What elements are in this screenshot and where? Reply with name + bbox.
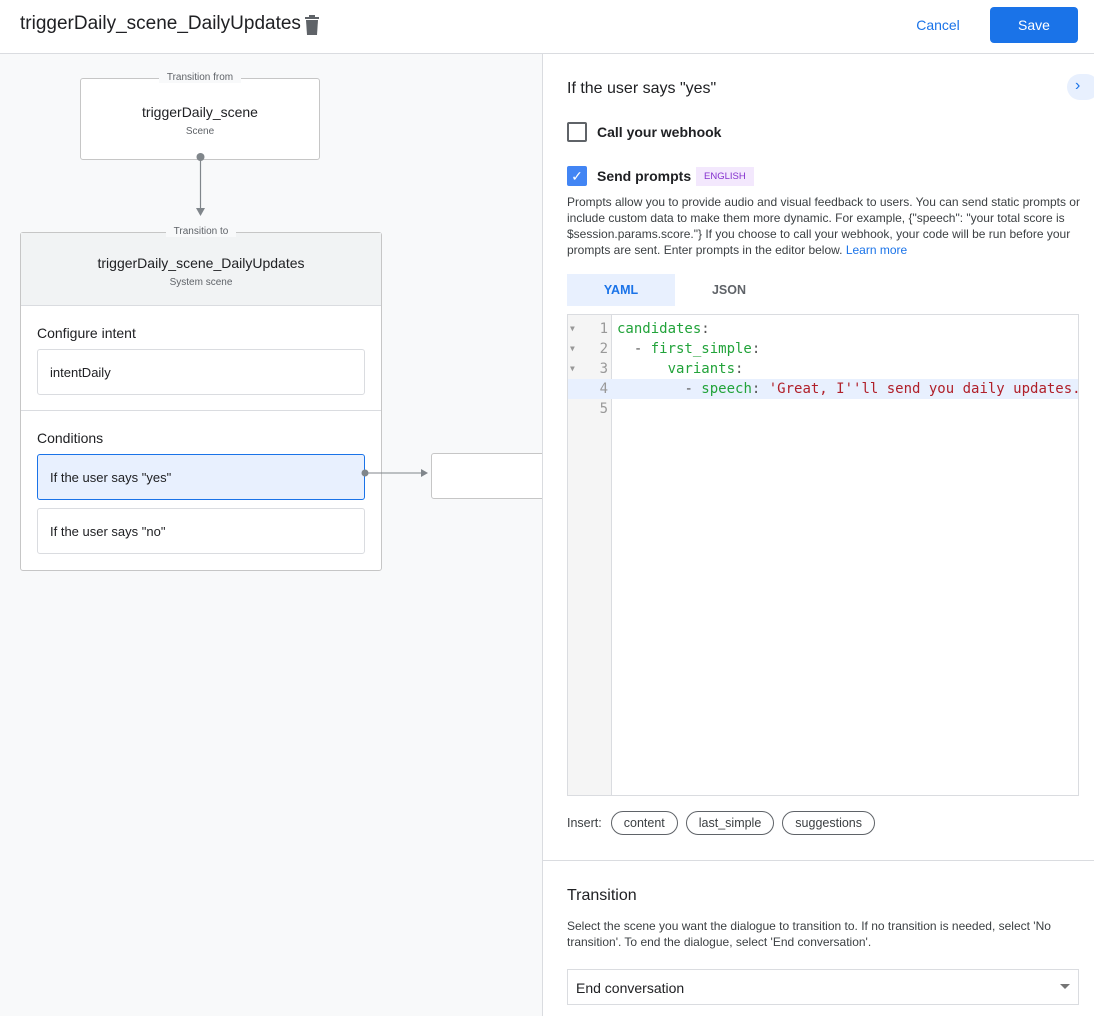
cancel-button[interactable]: Cancel <box>904 8 972 42</box>
code-line: ▼2 - first_simple: <box>570 341 761 357</box>
code-line: 5 <box>568 399 1078 419</box>
transition-select[interactable]: End conversation <box>567 969 1079 1005</box>
insert-content-chip[interactable]: content <box>610 811 678 835</box>
tab-yaml[interactable]: YAML <box>567 274 675 306</box>
webhook-label: Call your webhook <box>597 124 722 140</box>
webhook-checkbox[interactable] <box>567 122 587 142</box>
condition-yes[interactable]: If the user says "yes" <box>37 454 365 500</box>
line-number: 3 <box>599 361 608 377</box>
learn-more-link[interactable]: Learn more <box>845 243 908 257</box>
transition-from-legend: Transition from <box>158 72 242 83</box>
condition-no[interactable]: If the user says "no" <box>37 508 365 554</box>
line-number: 5 <box>599 401 608 417</box>
details-panel: › If the user says "yes" Call your webho… <box>542 54 1094 1016</box>
insert-last-simple-chip[interactable]: last_simple <box>685 811 775 835</box>
language-badge: ENGLISH <box>696 167 754 186</box>
intent-item[interactable]: intentDaily <box>37 349 365 395</box>
description-text: Prompts allow you to provide audio and v… <box>567 195 1080 257</box>
yaml-string: 'Great, I''ll send you daily updates. <box>768 381 1081 397</box>
yaml-key: candidates <box>617 321 702 337</box>
top-bar: triggerDaily_scene_DailyUpdates Cancel S… <box>0 0 1094 54</box>
transition-description: Select the scene you want the dialogue t… <box>567 919 1051 949</box>
insert-suggestions-chip[interactable]: suggestions <box>782 811 876 835</box>
conditions-heading: Conditions <box>37 430 104 446</box>
transition-from-node[interactable]: Transition from triggerDaily_scene Scene <box>80 72 320 160</box>
transition-select-value: End conversation <box>576 980 685 996</box>
send-prompts-checkbox[interactable]: ✓ <box>567 166 587 186</box>
to-node-header[interactable]: Transition to triggerDaily_scene_DailyUp… <box>21 226 381 306</box>
panel-title: If the user says "yes" <box>567 80 717 97</box>
transition-to-node: Transition to triggerDaily_scene_DailyUp… <box>20 226 382 571</box>
to-scene-type: System scene <box>169 277 233 288</box>
condition-arrow <box>361 469 428 477</box>
line-number: 1 <box>599 321 608 337</box>
dropdown-arrow-icon <box>1060 984 1070 994</box>
transition-heading: Transition <box>567 887 637 904</box>
transition-to-legend: Transition to <box>165 226 237 237</box>
yaml-key: variants <box>667 361 736 377</box>
code-line: ▼3 variants: <box>570 361 744 377</box>
delete-icon[interactable] <box>304 15 320 35</box>
yaml-key: first_simple <box>650 341 752 357</box>
from-scene-name: triggerDaily_scene <box>142 104 258 120</box>
configure-intent-heading: Configure intent <box>37 325 136 341</box>
collapse-panel-chevron-icon[interactable]: › <box>1067 74 1094 100</box>
send-prompts-label: Send prompts <box>597 168 692 184</box>
from-scene-type: Scene <box>185 126 215 137</box>
scene-canvas: Transition from triggerDaily_scene Scene… <box>0 54 542 1016</box>
target-scene-node[interactable] <box>431 453 542 499</box>
transition-arrow <box>196 153 205 216</box>
line-number: 2 <box>599 341 608 357</box>
prompts-description: Prompts allow you to provide audio and v… <box>567 194 1081 258</box>
code-line: 4 - speech: 'Great, I''ll send you daily… <box>568 379 1081 399</box>
tab-json[interactable]: JSON <box>711 283 747 297</box>
line-number: 4 <box>599 381 608 397</box>
yaml-key: speech <box>701 381 752 397</box>
insert-label: Insert: <box>567 816 602 830</box>
page-title: triggerDaily_scene_DailyUpdates <box>20 13 301 34</box>
insert-row: Insert: content last_simple suggestions <box>567 811 876 835</box>
to-scene-name: triggerDaily_scene_DailyUpdates <box>97 255 305 271</box>
save-button[interactable]: Save <box>990 7 1078 43</box>
